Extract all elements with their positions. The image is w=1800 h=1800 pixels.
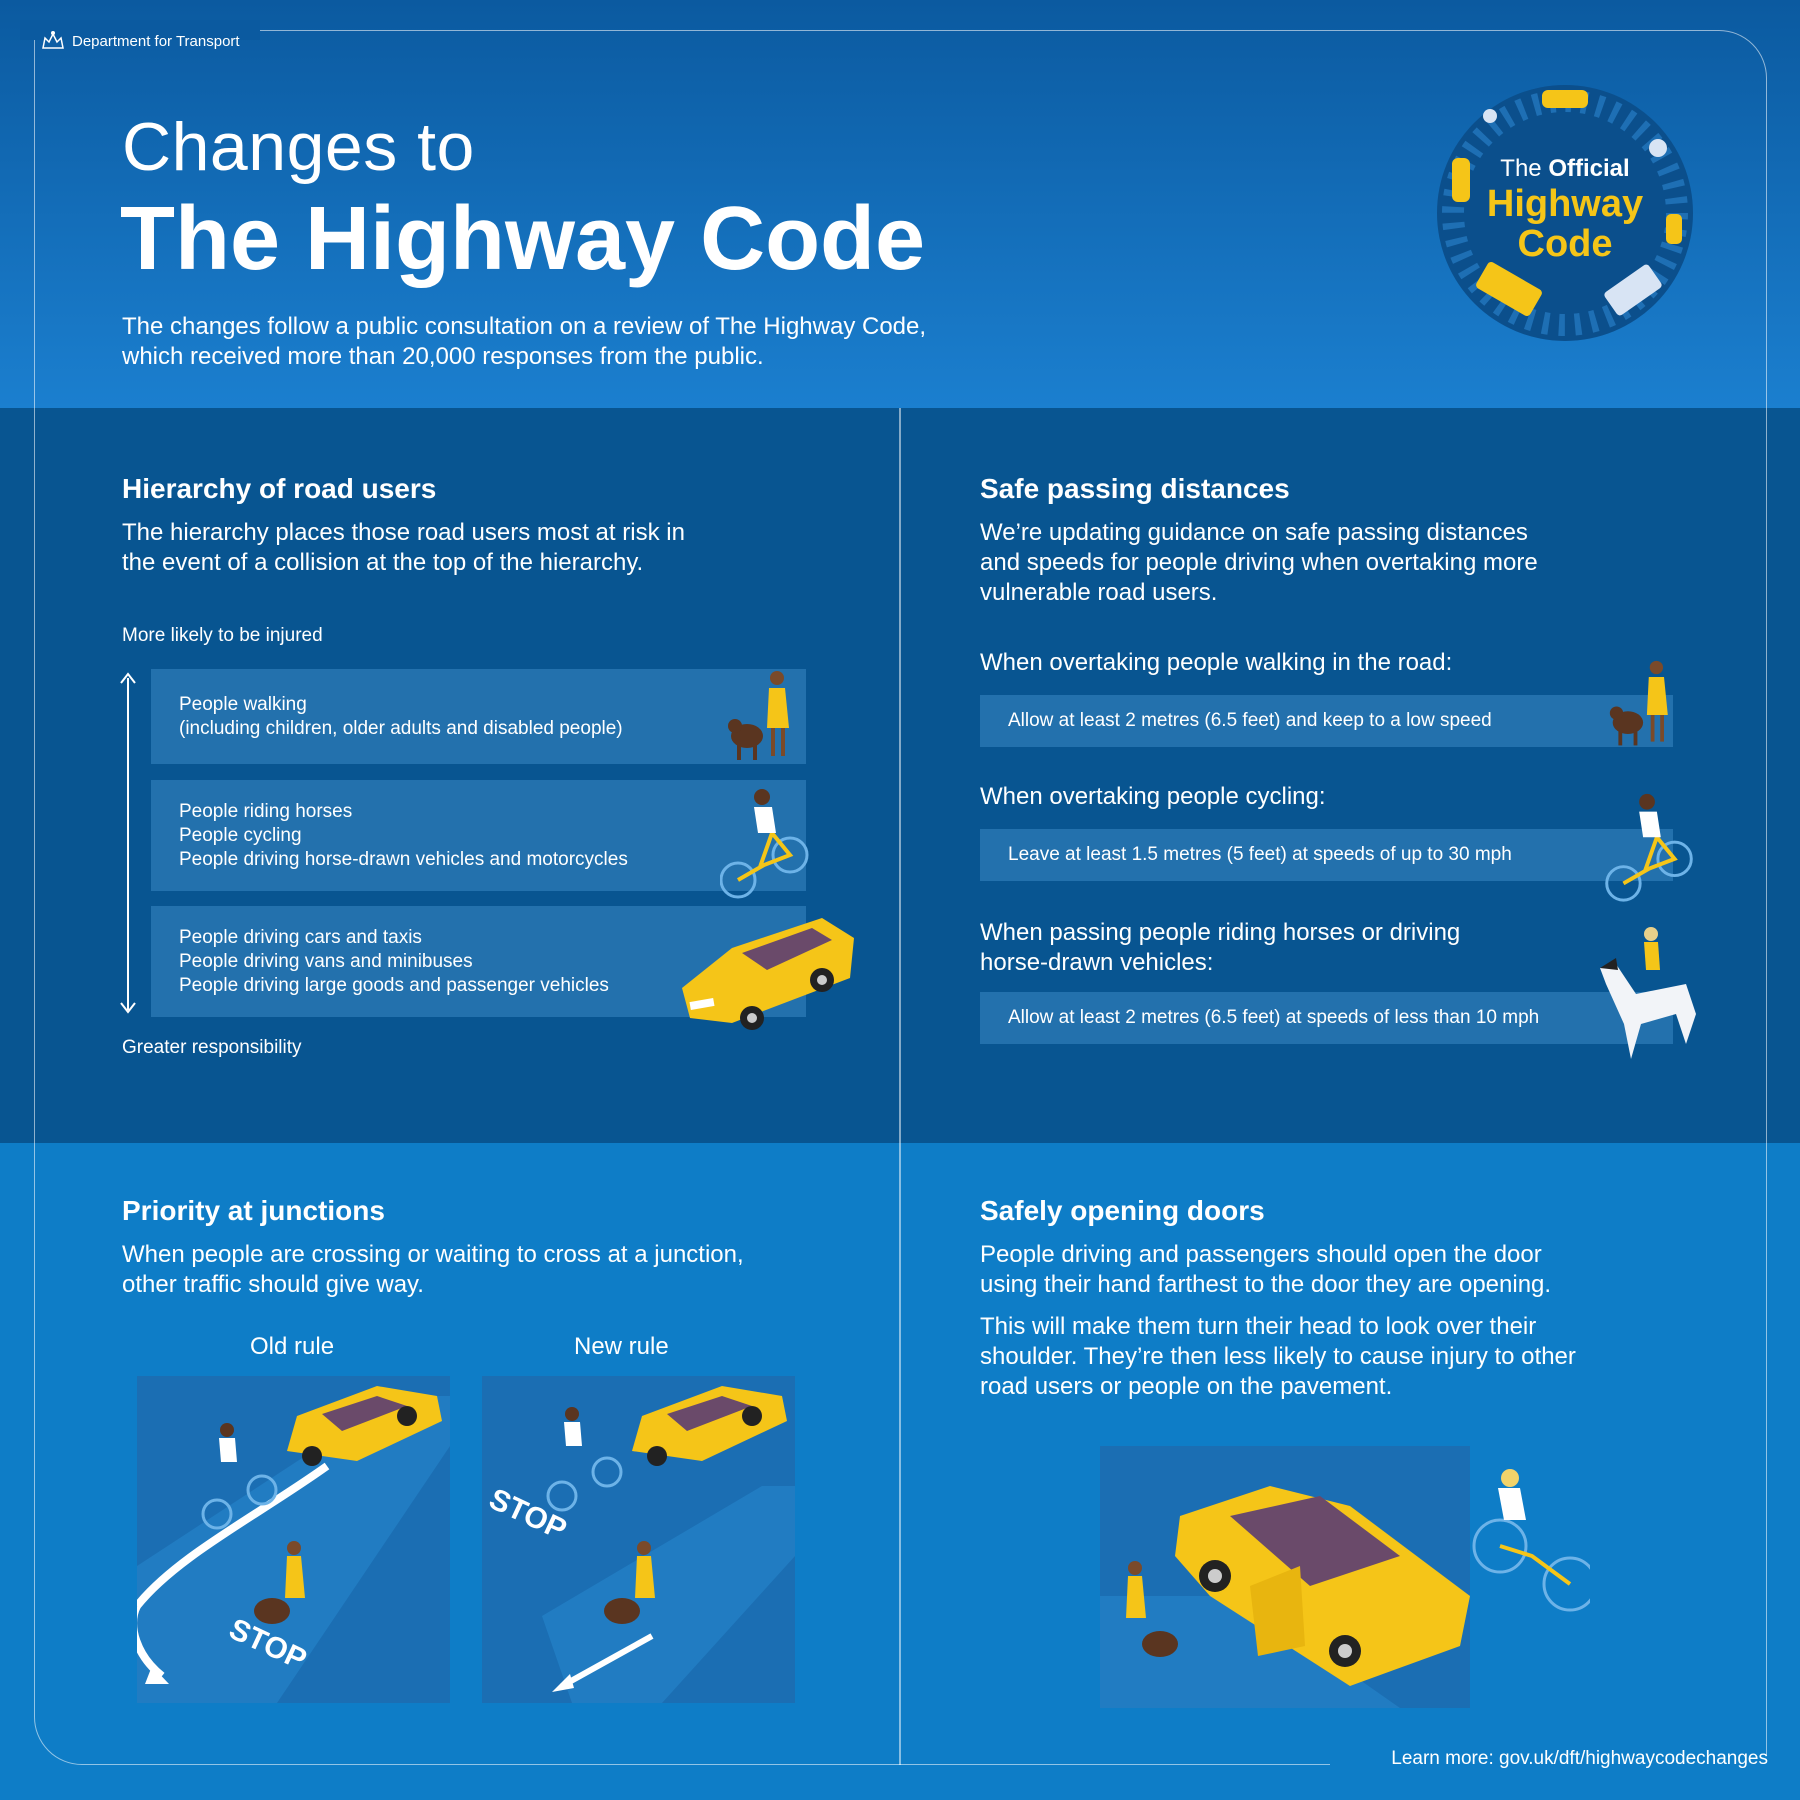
- hierarchy-bottom-label: Greater responsibility: [122, 1037, 302, 1058]
- passing-cycling-label: When overtaking people cycling:: [980, 783, 1326, 810]
- doors-text-2: This will make them turn their head to l…: [980, 1313, 1576, 1400]
- passing-horses-rule: Allow at least 2 metres (6.5 feet) at sp…: [980, 992, 1673, 1044]
- royal-crest-icon: [42, 31, 64, 49]
- pedestrian-with-guide-dog-icon: [1609, 660, 1668, 746]
- cyclist-icon: [720, 789, 809, 899]
- new-rule-junction-illustration: STOP: [482, 1376, 795, 1703]
- passing-horses-label: When passing people riding horses or dri…: [980, 919, 1461, 976]
- hierarchy-top-label: More likely to be injured: [122, 625, 323, 646]
- doors-text: People driving and passengers should ope…: [980, 1241, 1552, 1298]
- taxi-car-icon: [682, 918, 854, 1030]
- old-rule-junction-illustration: STOP: [137, 1376, 450, 1703]
- hierarchy-text: The hierarchy places those road users mo…: [122, 519, 685, 576]
- learn-more-link[interactable]: Learn more: gov.uk/dft/highwaycodechange…: [1391, 1748, 1768, 1769]
- hierarchy-group-riding: People riding horses People cycling Peop…: [151, 780, 806, 891]
- page-title: The Highway Code: [120, 189, 926, 289]
- doors-heading: Safely opening doors: [980, 1195, 1265, 1226]
- passing-heading: Safe passing distances: [980, 473, 1290, 504]
- title-small: Changes to: [122, 109, 475, 185]
- svg-text:Highway: Highway: [1487, 183, 1643, 225]
- column-divider: [899, 408, 901, 1765]
- intro-text: The changes follow a public consultation…: [122, 313, 927, 370]
- department-name: Department for Transport: [72, 32, 240, 50]
- passing-walking-rule: Allow at least 2 metres (6.5 feet) and k…: [980, 695, 1673, 747]
- junctions-heading: Priority at junctions: [122, 1195, 385, 1226]
- passing-walking-label: When overtaking people walking in the ro…: [980, 649, 1453, 676]
- svg-text:Code: Code: [1518, 223, 1613, 265]
- page-frame: [34, 30, 1767, 1765]
- official-highway-code-logo: The Official Highway Code: [1437, 85, 1693, 341]
- arrow-down-icon: [120, 1002, 136, 1014]
- arrow-up-icon: [120, 672, 136, 684]
- open-car-door-illustration: [1100, 1446, 1590, 1708]
- hierarchy-group-walking: People walking (including children, olde…: [151, 669, 806, 764]
- hierarchy-group-driving: People driving cars and taxis People dri…: [151, 906, 806, 1017]
- hierarchy-heading: Hierarchy of road users: [122, 473, 437, 504]
- old-rule-label: Old rule: [250, 1333, 335, 1360]
- svg-text:The Official: The Official: [1500, 155, 1629, 182]
- pedestrian-with-guide-dog-icon: [728, 671, 789, 760]
- passing-text: We’re updating guidance on safe passing …: [980, 519, 1538, 606]
- department-logo: Department for Transport: [40, 30, 240, 52]
- horse-rider-icon: [1600, 927, 1696, 1059]
- new-rule-label: New rule: [574, 1333, 669, 1360]
- junctions-text: When people are crossing or waiting to c…: [122, 1241, 744, 1298]
- hierarchy-arrow: [127, 678, 129, 1010]
- cyclist-icon: [1605, 793, 1693, 902]
- passing-cycling-rule: Leave at least 1.5 metres (5 feet) at sp…: [980, 829, 1673, 881]
